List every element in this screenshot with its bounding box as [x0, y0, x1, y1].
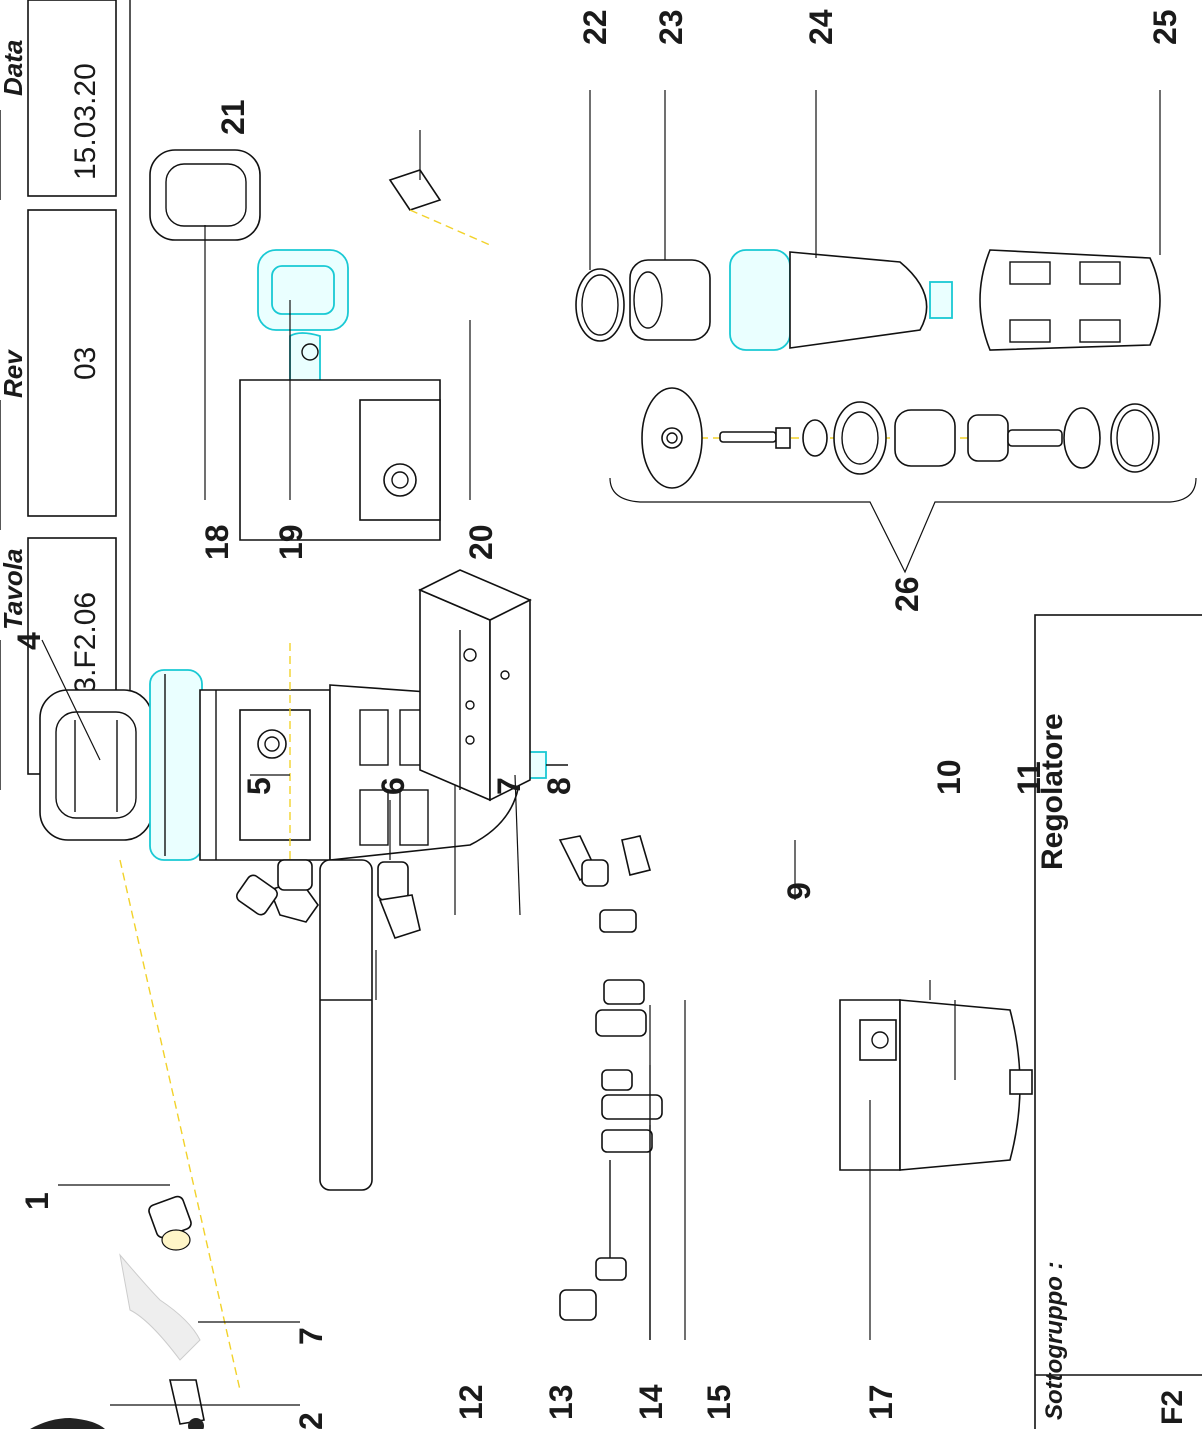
callout-18: 18: [199, 524, 235, 560]
subgroup-label: Sottogruppo :: [1041, 1261, 1068, 1420]
small-filter: [839, 999, 1033, 1171]
callout-23: 23: [653, 9, 689, 45]
date-box: [27, 0, 117, 197]
callout-4: 4: [11, 632, 47, 650]
revision-value: 03: [69, 347, 102, 380]
date-label: Data: [0, 40, 28, 96]
corner-mark: [30, 1418, 105, 1429]
revision-box: [27, 209, 117, 517]
callout-7a: 7: [293, 1327, 329, 1345]
callout-20: 20: [463, 524, 499, 560]
title-block: Tavola 9.003.F2.06 Rev 03 Data 15.03.20: [0, 0, 131, 790]
callout-9: 9: [781, 882, 817, 900]
valve-block: [418, 569, 532, 802]
callout-numbers: 1 2 4 5 6 7 7 8 9 10 11 12 13 14 15 17 1…: [11, 9, 1183, 1429]
callout-7b: 7: [491, 777, 527, 795]
callout-26: 26: [889, 576, 925, 612]
callout-2: 2: [293, 1412, 329, 1429]
callout-25: 25: [1147, 9, 1183, 45]
callout-11: 11: [1011, 761, 1047, 795]
callout-17: 17: [863, 1384, 899, 1420]
callout-6: 6: [375, 777, 411, 795]
callout-10: 10: [931, 759, 967, 795]
callout-12: 12: [453, 1384, 489, 1420]
callout-1: 1: [19, 1192, 55, 1210]
callout-24: 24: [803, 9, 839, 45]
callout-5: 5: [241, 777, 277, 795]
table-label: Tavola: [0, 549, 28, 630]
hose-assembly: [236, 640, 421, 1191]
footer-block: Sottogruppo : Regolatore F2: [1034, 614, 1202, 1429]
tee-fittings: [558, 835, 663, 1321]
callout-19: 19: [273, 524, 309, 560]
subgroup-code: F2: [1156, 1390, 1189, 1425]
subgroup-box: [1034, 614, 1202, 1429]
callout-22: 22: [577, 9, 613, 45]
callout-8: 8: [541, 777, 577, 795]
leader-lines: [41, 90, 1161, 1406]
subgroup-value: Regolatore: [1036, 713, 1069, 870]
repair-kit: [609, 387, 1197, 574]
regulator-parts: [149, 149, 1161, 541]
callout-21: 21: [215, 99, 251, 135]
callout-13: 13: [543, 1384, 579, 1420]
callout-14: 14: [633, 1384, 669, 1420]
callout-15: 15: [701, 1384, 737, 1420]
date-value: 15.03.20: [69, 63, 102, 180]
revision-label: Rev: [0, 349, 28, 398]
